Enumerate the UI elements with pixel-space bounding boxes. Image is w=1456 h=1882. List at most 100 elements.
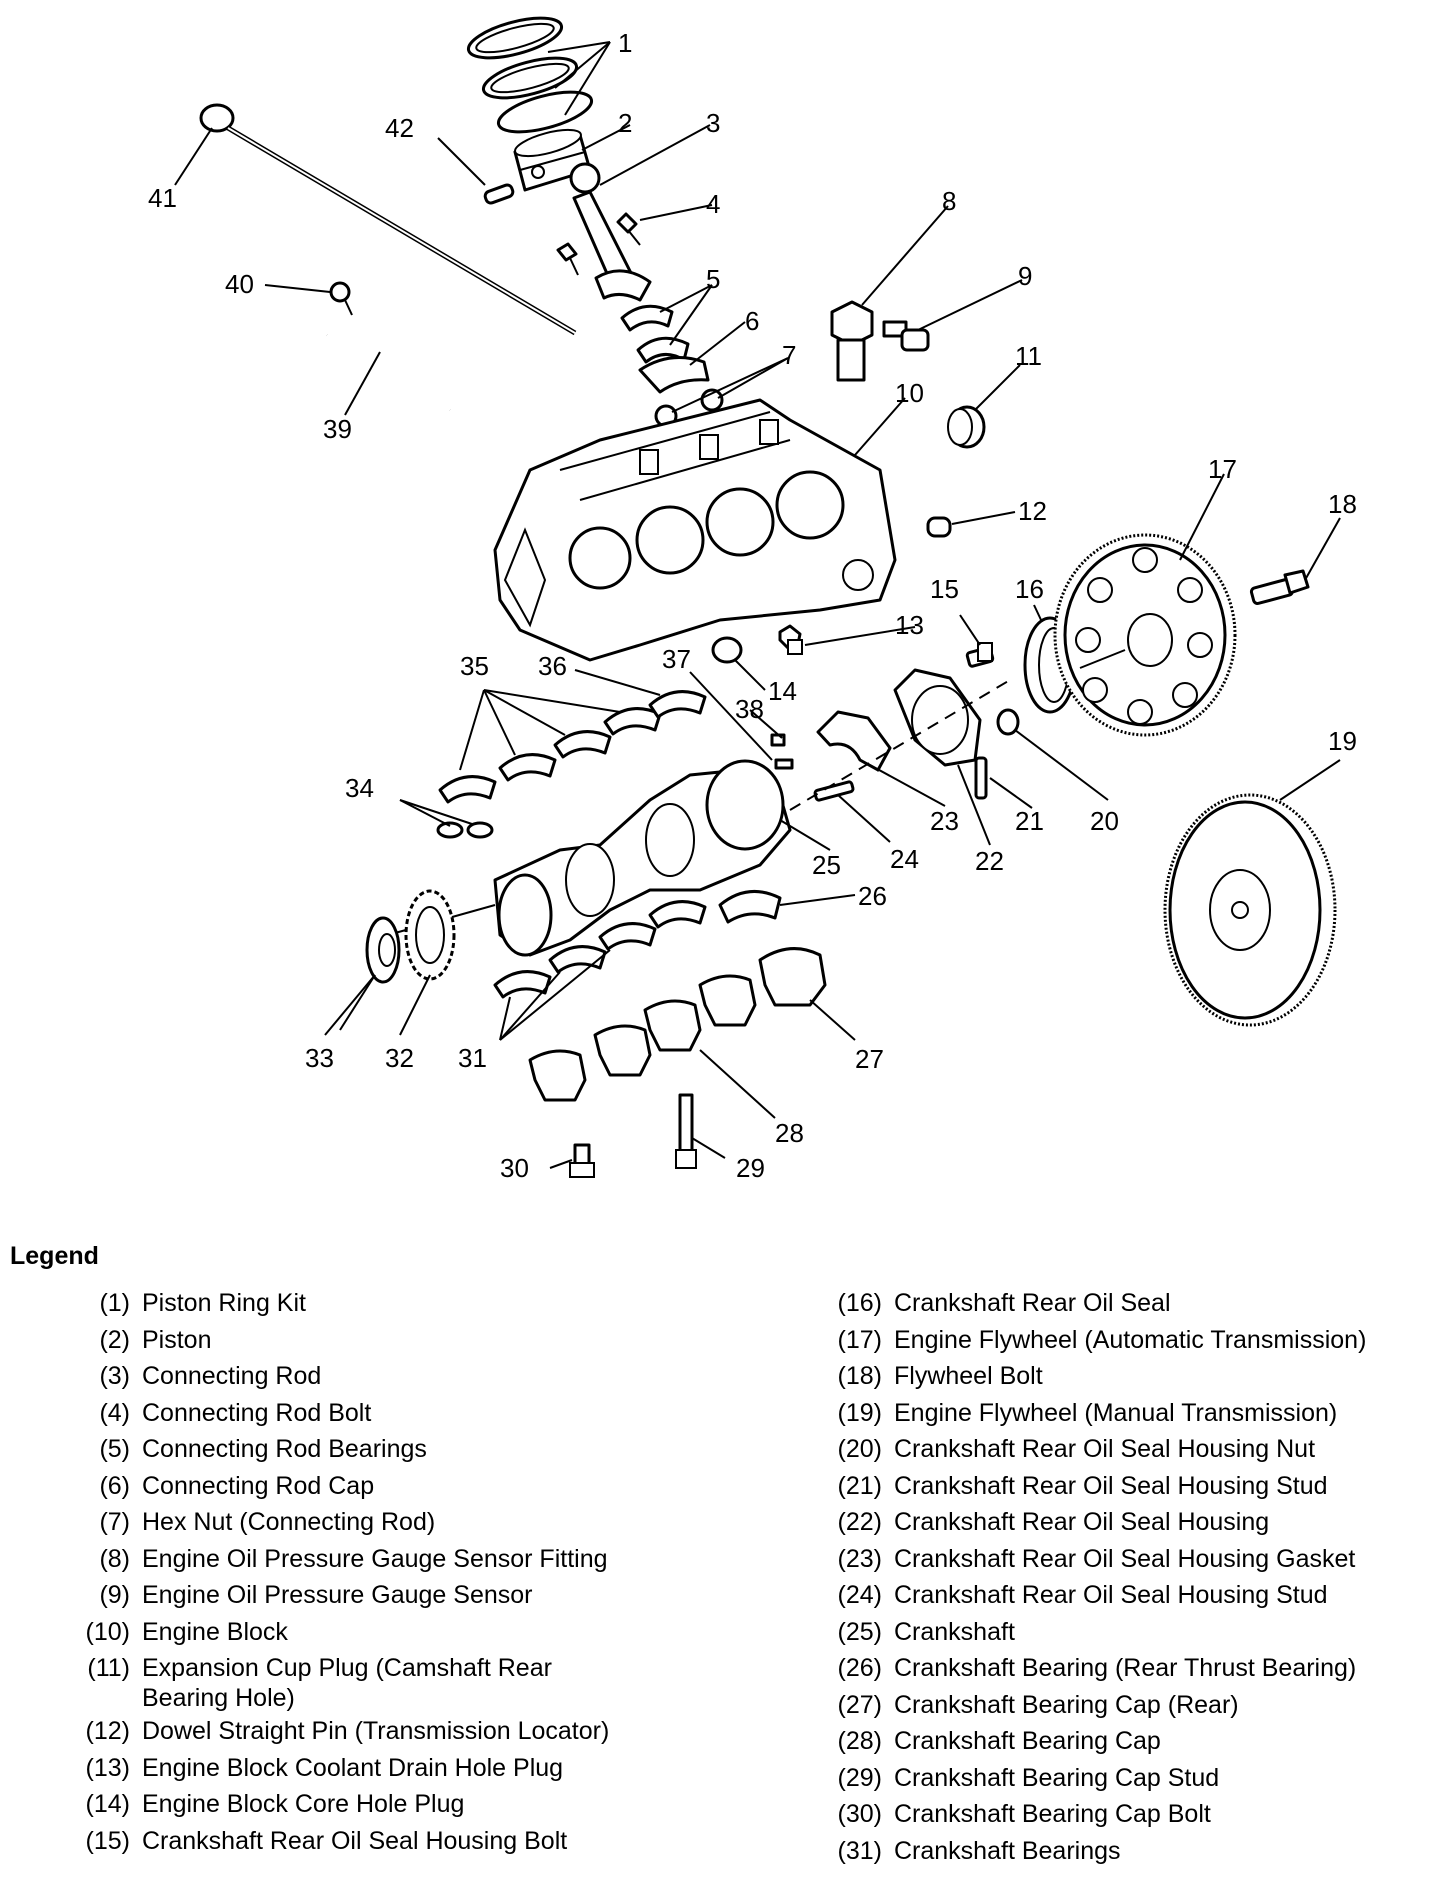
rear-seal-housing-bolt-shape	[965, 642, 995, 668]
callout-16: 16	[1015, 574, 1044, 604]
rear-seal-housing-nut-shape	[996, 708, 1020, 736]
main-bearing-caps-shape	[528, 947, 827, 1102]
legend-item: (16)Crankshaft Rear Oil Seal	[808, 1285, 1448, 1322]
legend-item: (3) Connecting Rod	[56, 1358, 696, 1395]
front-washer-shape	[365, 916, 401, 984]
part-illustrations	[199, 16, 1337, 1178]
legend-label: Piston	[142, 1325, 212, 1354]
callout-33: 33	[305, 1043, 334, 1073]
callout-27: 27	[855, 1044, 884, 1074]
connecting-rod-cap-shape	[638, 356, 710, 394]
legend-label: Crankshaft Bearing Cap Bolt	[894, 1800, 1211, 1828]
legend-item: (1) Piston Ring Kit	[56, 1285, 696, 1322]
legend-item: (7) Hex Nut (Connecting Rod)	[56, 1504, 696, 1541]
callout-24: 24	[890, 844, 919, 874]
legend-number: (18)	[837, 1362, 882, 1390]
legend-number: (4)	[99, 1398, 130, 1427]
legend-number: (24)	[837, 1581, 882, 1609]
legend-label: Engine Block	[142, 1617, 288, 1646]
callout-20: 20	[1090, 806, 1119, 836]
callout-21: 21	[1015, 806, 1044, 836]
legend-item: (27) Crankshaft Bearing Cap (Rear)	[808, 1687, 1448, 1724]
callout-14: 14	[768, 676, 797, 706]
legend-item: (24) Crankshaft Rear Oil Seal Housing Stu…	[808, 1577, 1448, 1614]
rear-seal-housing-shape	[893, 668, 982, 767]
legend-number: (28)	[837, 1727, 882, 1755]
legend-number: (14)	[85, 1790, 130, 1818]
legend-number: (13)	[85, 1753, 130, 1782]
piston-pin-shape	[483, 183, 515, 205]
legend-label: Expansion Cup Plug (Camshaft Rear Bearin…	[142, 1654, 552, 1712]
callout-7: 7	[782, 340, 796, 370]
legend-item: (18)Flywheel Bolt	[808, 1358, 1448, 1395]
legend-left-column: (1) Piston Ring Kit (2) Piston (3) Connecti…	[56, 1285, 696, 1859]
legend-label: Crankshaft Rear Oil Seal Housing Stud	[894, 1581, 1328, 1609]
callout-37: 37	[662, 644, 691, 674]
callout-34: 34	[345, 773, 374, 803]
callout-6: 6	[745, 306, 759, 336]
legend-number: (11)	[87, 1654, 130, 1682]
legend-label: Piston Ring Kit	[142, 1289, 306, 1317]
exploded-engine-diagram: 1 2 3 4 5 6 7 8 9 10 11 12 13 14 15 16 1…	[148, 16, 1357, 1183]
callout-31: 31	[458, 1043, 487, 1073]
legend-label: Engine Flywheel (Manual Transmission)	[894, 1398, 1338, 1427]
lower-main-bearings-shape	[493, 900, 707, 999]
legend-number: (9)	[99, 1581, 130, 1609]
callout-labels: 1 2 3 4 5 6 7 8 9 10 11 12 13 14 15 16 1…	[148, 28, 1357, 1183]
legend-number: (19)	[837, 1398, 882, 1427]
legend-item: (12)Dowel Straight Pin (Transmission Loc…	[56, 1713, 696, 1750]
legend-label: Connecting Rod Cap	[142, 1471, 375, 1500]
callout-26: 26	[858, 881, 887, 911]
legend-item: (19) Engine Flywheel (Manual Transmission…	[808, 1395, 1448, 1432]
oil-pressure-sensor-shape	[882, 320, 930, 352]
legend-item: (11) Expansion Cup Plug (Camshaft Rear Be…	[56, 1650, 616, 1713]
callout-9: 9	[1018, 261, 1032, 291]
callout-36: 36	[538, 651, 567, 681]
callout-25: 25	[812, 850, 841, 880]
legend-label: Crankshaft Rear Oil Seal Housing Stud	[894, 1471, 1328, 1500]
callout-13: 13	[895, 610, 924, 640]
legend-number: (20)	[837, 1435, 882, 1463]
rear-thrust-bearing-shape	[718, 889, 782, 924]
callout-22: 22	[975, 846, 1004, 876]
legend-label: Crankshaft	[894, 1617, 1015, 1646]
legend-title: Legend	[10, 1242, 99, 1270]
legend-number: (27)	[837, 1690, 882, 1719]
callout-23: 23	[930, 806, 959, 836]
callout-15: 15	[930, 574, 959, 604]
legend-label: Engine Block Coolant Drain Hole Plug	[142, 1753, 564, 1782]
legend-label: Engine Block Core Hole Plug	[142, 1790, 465, 1818]
legend-number: (3)	[99, 1362, 130, 1390]
legend-number: (21)	[837, 1471, 882, 1500]
legend-label: Crankshaft Bearings	[894, 1836, 1121, 1865]
callout-40: 40	[225, 269, 254, 299]
legend-item: (29)Crankshaft Bearing Cap Stud	[808, 1760, 1448, 1797]
legend-item: (6)Connecting Rod Cap	[56, 1468, 696, 1505]
legend-label: Connecting Rod Bearings	[142, 1435, 427, 1463]
legend-number: (2)	[99, 1325, 130, 1354]
legend-label: Crankshaft Bearing Cap (Rear)	[894, 1690, 1239, 1719]
legend-label: Hex Nut (Connecting Rod)	[142, 1508, 436, 1536]
expansion-cup-plug-shape	[947, 405, 986, 449]
legend-label: Connecting Rod	[142, 1362, 322, 1390]
callout-10: 10	[895, 378, 924, 408]
legend-item: (30)Crankshaft Bearing Cap Bolt	[808, 1796, 1448, 1833]
legend-item: (5)Connecting Rod Bearings	[56, 1431, 696, 1468]
legend-item: (28)Crankshaft Bearing Cap	[808, 1723, 1448, 1760]
legend-number: (15)	[85, 1826, 130, 1855]
legend-number: (1)	[99, 1289, 130, 1317]
callout-41: 41	[148, 183, 177, 213]
callout-1: 1	[618, 28, 632, 58]
legend-item: (8)Engine Oil Pressure Gauge Sensor Fitt…	[56, 1541, 696, 1578]
crank-key-2-shape	[466, 821, 494, 839]
legend-number: (7)	[99, 1508, 130, 1536]
legend-number: (25)	[837, 1617, 882, 1646]
legend-label: Crankshaft Bearing (Rear Thrust Bearing)	[894, 1654, 1357, 1682]
legend-number: (23)	[837, 1544, 882, 1573]
legend-label: Crankshaft Rear Oil Seal	[894, 1289, 1171, 1317]
leader-lines	[174, 41, 1341, 1169]
dipstick-tube-shape	[326, 334, 451, 411]
automatic-flywheel-shape	[1053, 533, 1237, 737]
core-hole-plug-shape	[711, 636, 743, 664]
legend-label: Engine Flywheel (Automatic Transmission)	[894, 1325, 1367, 1354]
